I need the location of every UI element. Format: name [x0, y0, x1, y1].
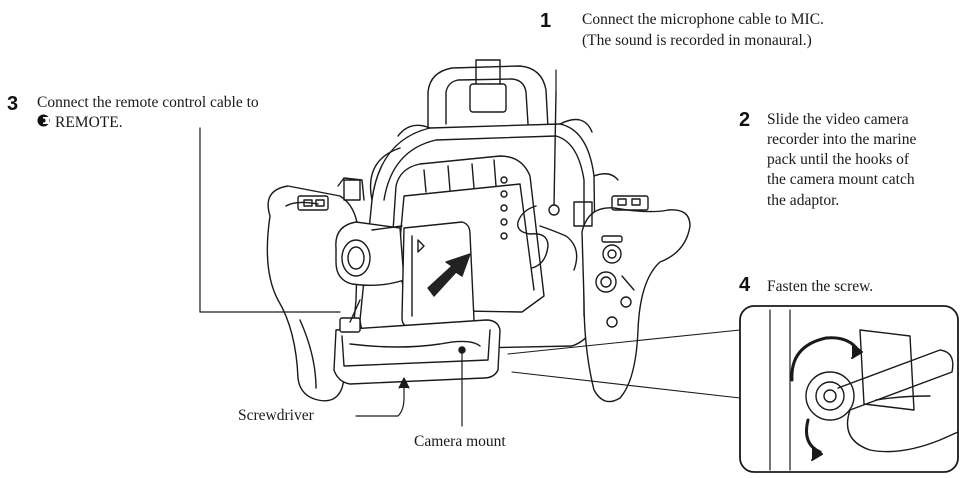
step-4-number: 4 — [739, 274, 751, 296]
step-2-line-5: the adaptor. — [767, 192, 840, 209]
screwdriver-leader-line — [355, 379, 405, 417]
remote-leader-line — [199, 127, 341, 313]
zoom-lines — [507, 329, 741, 399]
step-1-line-1: Connect the microphone cable to MIC. — [582, 11, 824, 28]
mic-cable — [517, 91, 578, 271]
lens-viewfinder — [335, 221, 405, 287]
step-3-line-1: Connect the remote control cable to — [37, 94, 259, 111]
right-grip — [573, 195, 691, 403]
step-2-line-4: the camera mount catch — [767, 171, 915, 188]
screwdriver-label: Screwdriver — [238, 407, 314, 424]
step-4-line-1: Fasten the screw. — [767, 278, 874, 295]
step-1-number: 1 — [540, 10, 552, 32]
housing-top-handle — [427, 59, 549, 129]
adaptor-plate — [401, 221, 475, 329]
step-3-number: 3 — [7, 93, 19, 115]
insert-arrow-icon — [427, 253, 471, 297]
step-2-line-3: pack until the hooks of — [767, 151, 910, 168]
step-3-line-2-wrap: REMOTE. — [37, 113, 123, 132]
camera-mount-label: Camera mount — [414, 433, 506, 450]
step-2-line-2: recorder into the marine — [767, 131, 917, 148]
camera-mount-base — [333, 299, 501, 385]
screw-detail-inset — [739, 305, 959, 473]
step-2-number: 2 — [739, 109, 751, 131]
step-1-line-2: (The sound is recorded in monaural.) — [582, 32, 812, 49]
step-3-line-2: REMOTE. — [55, 114, 123, 131]
step-2-line-1: Slide the video camera — [767, 111, 909, 128]
remote-jack-icon — [37, 113, 50, 132]
